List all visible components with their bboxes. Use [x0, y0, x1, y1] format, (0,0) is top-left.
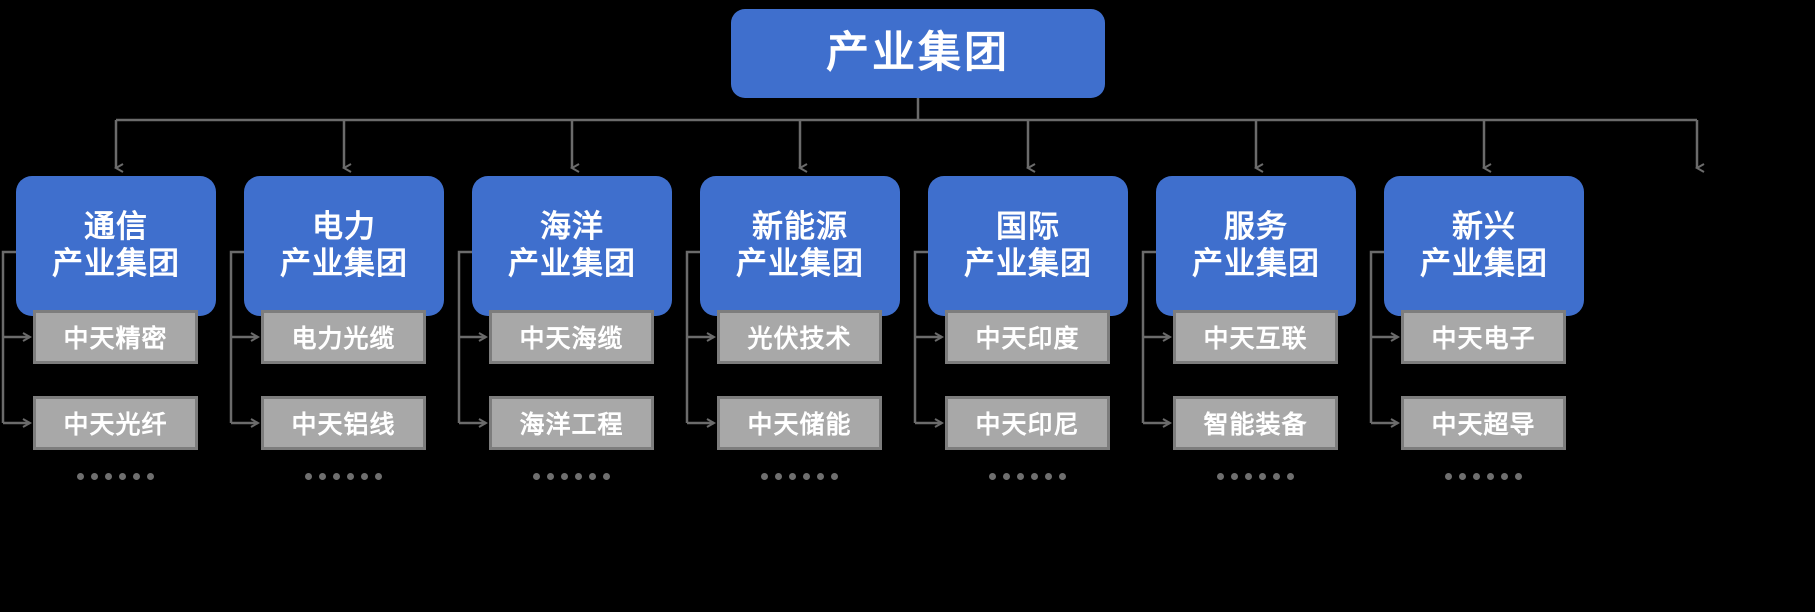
group-node[interactable]: 通信产业集团 — [16, 176, 216, 316]
subsidiary-node[interactable]: 中天印尼 — [945, 396, 1110, 450]
group-node-line1: 通信 — [84, 209, 148, 245]
group-node[interactable]: 新兴产业集团 — [1384, 176, 1584, 316]
more-items-ellipsis — [261, 466, 426, 486]
group-node[interactable]: 海洋产业集团 — [472, 176, 672, 316]
more-items-ellipsis — [1401, 466, 1566, 486]
subsidiary-node[interactable]: 中天互联 — [1173, 310, 1338, 364]
more-items-ellipsis — [945, 466, 1110, 486]
subsidiary-node[interactable]: 中天储能 — [717, 396, 882, 450]
subsidiary-node[interactable]: 海洋工程 — [489, 396, 654, 450]
subsidiary-node[interactable]: 中天超导 — [1401, 396, 1566, 450]
group-node-line1: 电力 — [312, 209, 376, 245]
subsidiary-node[interactable]: 中天印度 — [945, 310, 1110, 364]
group-node-line2: 产业集团 — [736, 246, 864, 281]
group-node-line1: 国际 — [996, 209, 1060, 245]
group-node-line2: 产业集团 — [964, 246, 1092, 281]
group-node[interactable]: 新能源产业集团 — [700, 176, 900, 316]
group-node-line2: 产业集团 — [1192, 246, 1320, 281]
group-node[interactable]: 电力产业集团 — [244, 176, 444, 316]
group-node-line1: 海洋 — [540, 209, 604, 245]
group-node-line1: 服务 — [1224, 209, 1288, 245]
group-node[interactable]: 国际产业集团 — [928, 176, 1128, 316]
more-items-ellipsis — [489, 466, 654, 486]
subsidiary-node[interactable]: 智能装备 — [1173, 396, 1338, 450]
group-node-line1: 新能源 — [752, 209, 848, 245]
more-items-ellipsis — [1173, 466, 1338, 486]
group-node-line2: 产业集团 — [52, 246, 180, 281]
root-node-industry-group[interactable]: 产业集团 — [731, 9, 1105, 98]
more-items-ellipsis — [33, 466, 198, 486]
group-node-line2: 产业集团 — [280, 246, 408, 281]
root-node-label: 产业集团 — [826, 29, 1010, 77]
subsidiary-node[interactable]: 电力光缆 — [261, 310, 426, 364]
subsidiary-node[interactable]: 光伏技术 — [717, 310, 882, 364]
group-node-line2: 产业集团 — [508, 246, 636, 281]
subsidiary-node[interactable]: 中天电子 — [1401, 310, 1566, 364]
group-node-line2: 产业集团 — [1420, 246, 1548, 281]
group-node-line1: 新兴 — [1452, 209, 1516, 245]
subsidiary-node[interactable]: 中天光纤 — [33, 396, 198, 450]
subsidiary-node[interactable]: 中天精密 — [33, 310, 198, 364]
subsidiary-node[interactable]: 中天海缆 — [489, 310, 654, 364]
group-node[interactable]: 服务产业集团 — [1156, 176, 1356, 316]
more-items-ellipsis — [717, 466, 882, 486]
subsidiary-node[interactable]: 中天铝线 — [261, 396, 426, 450]
